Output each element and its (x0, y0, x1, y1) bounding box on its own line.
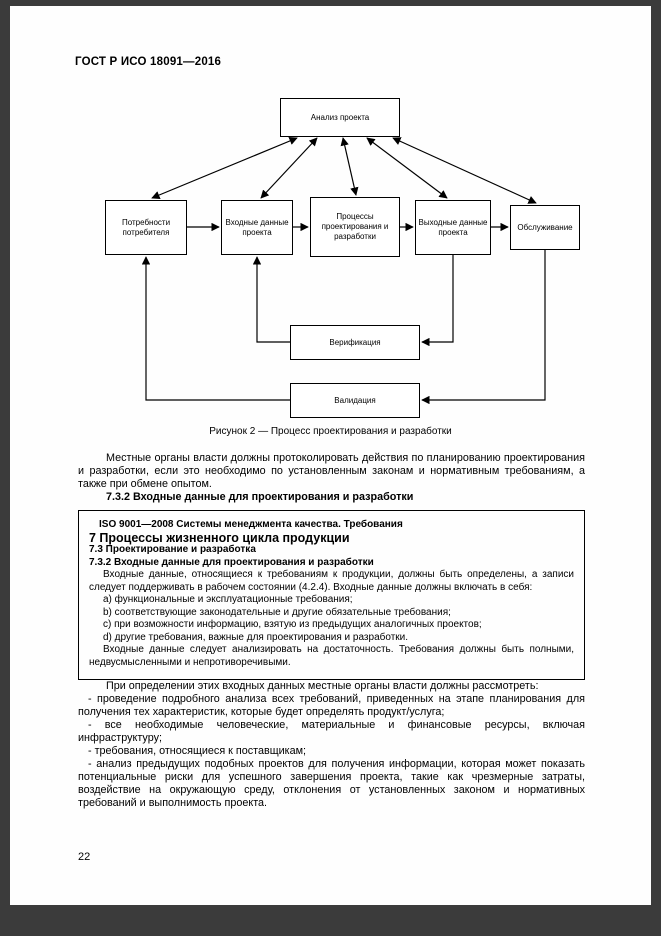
paragraph-consider: При определении этих входных данных мест… (106, 680, 539, 692)
quote-heading-7: 7 Процессы жизненного цикла продукции (89, 530, 350, 545)
dash-item-risks: - анализ предыдущих подобных проектов дл… (78, 758, 585, 809)
flowchart-node-outputs: Выходные данные проекта (415, 200, 491, 255)
flowchart-node-validation: Валидация (290, 383, 420, 418)
dash-item-suppliers: - требования, относящиеся к поставщикам; (88, 745, 307, 757)
process-flowchart: Анализ проекта Потребности потребителя В… (10, 91, 651, 436)
flowchart-node-verification: Верификация (290, 325, 420, 360)
flowchart-node-analysis: Анализ проекта (280, 98, 400, 137)
flowchart-node-inputs: Входные данные проекта (221, 200, 293, 255)
quote-list-item-d: d) другие требования, важные для проекти… (103, 631, 409, 643)
quote-paragraph-inputs: Входные данные, относящиеся к требования… (89, 569, 574, 593)
iso-quote-box: ISO 9001—2008 Системы менеджмента качест… (78, 510, 585, 680)
flowchart-node-processes: Процессы проектирования и разработки (310, 197, 400, 257)
page-number: 22 (78, 851, 91, 863)
document-title: ГОСТ Р ИСО 18091—2016 (75, 56, 222, 68)
quote-paragraph-sufficiency: Входные данные следует анализировать на … (89, 644, 574, 668)
document-page: ГОСТ Р ИСО 18091—2016 (10, 6, 651, 905)
quote-title: ISO 9001—2008 Системы менеджмента качест… (99, 519, 403, 530)
quote-list-item-a: a) функциональные и эксплуатационные тре… (103, 594, 353, 605)
quote-heading-7-3: 7.3 Проектирование и разработка (89, 544, 256, 555)
quote-heading-7-3-2: 7.3.2 Входные данные для проектирования … (89, 556, 374, 568)
paragraph-planning: Местные органы власти должны протоколиро… (78, 452, 585, 490)
flowchart-node-needs: Потребности потребителя (105, 200, 187, 255)
body-text: Местные органы власти должны протоколиро… (78, 452, 585, 810)
heading-7-3-2: 7.3.2 Входные данные для проектирования … (106, 491, 414, 503)
dash-item-analysis: - проведение подробного анализа всех тре… (78, 693, 585, 718)
flowchart-arrows (141, 137, 546, 405)
figure-caption: Рисунок 2 — Процесс проектирования и раз… (209, 426, 452, 437)
quote-list-item-b: b) соответствующие законодательные и дру… (103, 606, 451, 618)
dash-item-resources: - все необходимые человеческие, материал… (78, 719, 585, 744)
flowchart-node-service: Обслуживание (510, 205, 580, 250)
quote-list-item-c: c) при возможности информацию, взятую из… (103, 619, 482, 630)
